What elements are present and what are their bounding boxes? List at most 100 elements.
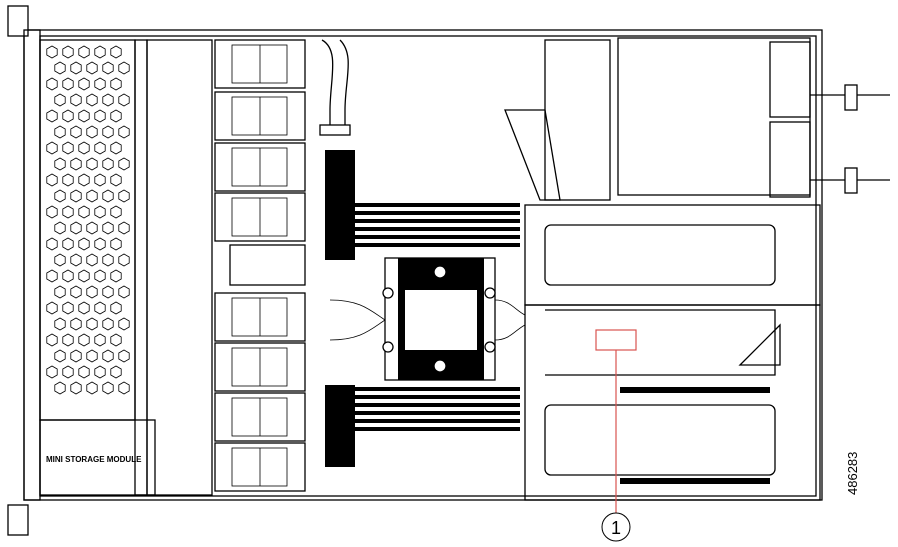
vent-hex bbox=[46, 205, 58, 219]
vent-hex bbox=[110, 237, 122, 251]
vent-hex bbox=[46, 237, 58, 251]
vent-hex bbox=[118, 349, 130, 363]
vent-hex bbox=[94, 45, 106, 59]
vent-hex bbox=[78, 365, 90, 379]
fan-module bbox=[214, 39, 306, 89]
vent-hex bbox=[46, 77, 58, 91]
fan-housing bbox=[214, 392, 306, 442]
vent-hex bbox=[110, 301, 122, 315]
vent-hex bbox=[86, 381, 98, 395]
vent-hex bbox=[94, 109, 106, 123]
fan-rotor bbox=[231, 44, 288, 84]
vent-hex bbox=[46, 269, 58, 283]
vent-hex bbox=[62, 77, 74, 91]
vent-hex bbox=[70, 285, 82, 299]
vent-hex bbox=[102, 189, 114, 203]
vent-hex bbox=[46, 109, 58, 123]
vent-hex bbox=[70, 93, 82, 107]
vent-hex bbox=[46, 365, 58, 379]
vent-hex bbox=[54, 189, 66, 203]
fan-module bbox=[214, 392, 306, 442]
vent-hex bbox=[70, 125, 82, 139]
dimm-slot bbox=[355, 419, 520, 423]
vent-hex bbox=[70, 189, 82, 203]
figure-id: 486283 bbox=[845, 452, 860, 495]
vent-hex bbox=[110, 77, 122, 91]
fan-cage-latch bbox=[229, 244, 306, 286]
vent-hex bbox=[94, 269, 106, 283]
vent-hex bbox=[46, 333, 58, 347]
dimm-slot bbox=[355, 395, 520, 399]
vent-hex bbox=[86, 157, 98, 171]
vent-hex bbox=[62, 301, 74, 315]
vent-hex bbox=[118, 253, 130, 267]
vent-hex bbox=[94, 365, 106, 379]
dimm-slot bbox=[355, 387, 520, 391]
vent-hex bbox=[102, 349, 114, 363]
vent-hex bbox=[118, 221, 130, 235]
vent-hex bbox=[118, 381, 130, 395]
vent-hex bbox=[78, 45, 90, 59]
fan-module bbox=[214, 342, 306, 392]
vent-hex bbox=[54, 93, 66, 107]
dimm-slots bbox=[355, 203, 520, 431]
air-duct bbox=[504, 109, 561, 201]
vent-hex bbox=[110, 205, 122, 219]
vent-hex bbox=[62, 205, 74, 219]
vent-hex bbox=[54, 61, 66, 75]
vent-hex bbox=[102, 221, 114, 235]
vent-hex bbox=[102, 125, 114, 139]
cpu-heatsink bbox=[329, 257, 526, 381]
vent-hex bbox=[70, 221, 82, 235]
vent-hex bbox=[86, 221, 98, 235]
vent-hex bbox=[110, 269, 122, 283]
dimm-slot bbox=[355, 403, 520, 407]
vent-hex bbox=[102, 253, 114, 267]
dimm-slot bbox=[355, 203, 520, 207]
vent-hex bbox=[102, 285, 114, 299]
vent-hex bbox=[70, 157, 82, 171]
dimm-block-lower bbox=[325, 385, 355, 467]
vent-hex bbox=[86, 349, 98, 363]
fan-rotor bbox=[231, 397, 288, 437]
vent-hex bbox=[54, 157, 66, 171]
vent-hex bbox=[78, 173, 90, 187]
fan-rotor bbox=[231, 297, 288, 337]
fan-rotor bbox=[231, 347, 288, 387]
fan-housing bbox=[214, 39, 306, 89]
vent-hex bbox=[94, 301, 106, 315]
vent-hex bbox=[62, 45, 74, 59]
psu-handle bbox=[844, 167, 858, 194]
vent-hex bbox=[70, 381, 82, 395]
fan-housing bbox=[214, 442, 306, 492]
fan-module bbox=[214, 292, 306, 342]
fan-rotor bbox=[231, 96, 288, 136]
vent-hex bbox=[78, 77, 90, 91]
vent-hex bbox=[118, 157, 130, 171]
vent-hex bbox=[78, 141, 90, 155]
dimm-slot bbox=[355, 219, 520, 223]
vent-hex bbox=[54, 125, 66, 139]
vent-hex bbox=[70, 317, 82, 331]
vent-hex bbox=[94, 237, 106, 251]
dimm-slot bbox=[355, 427, 520, 431]
vent-hex bbox=[86, 253, 98, 267]
dimm-slot bbox=[355, 243, 520, 247]
vent-hex bbox=[102, 317, 114, 331]
cable bbox=[321, 39, 349, 130]
pcie-risers bbox=[524, 204, 821, 501]
vent-hex bbox=[62, 269, 74, 283]
psu-handle bbox=[844, 84, 858, 111]
riser-bracket bbox=[544, 39, 611, 201]
vent-hex bbox=[46, 173, 58, 187]
vent-hex bbox=[62, 333, 74, 347]
vent-hex bbox=[118, 189, 130, 203]
fan-housing bbox=[214, 342, 306, 392]
vent-hex bbox=[78, 269, 90, 283]
fan-rotor bbox=[231, 147, 288, 187]
vent-hex bbox=[54, 253, 66, 267]
vent-hex bbox=[110, 109, 122, 123]
fan-rotor bbox=[231, 447, 288, 487]
vent-hex bbox=[110, 333, 122, 347]
